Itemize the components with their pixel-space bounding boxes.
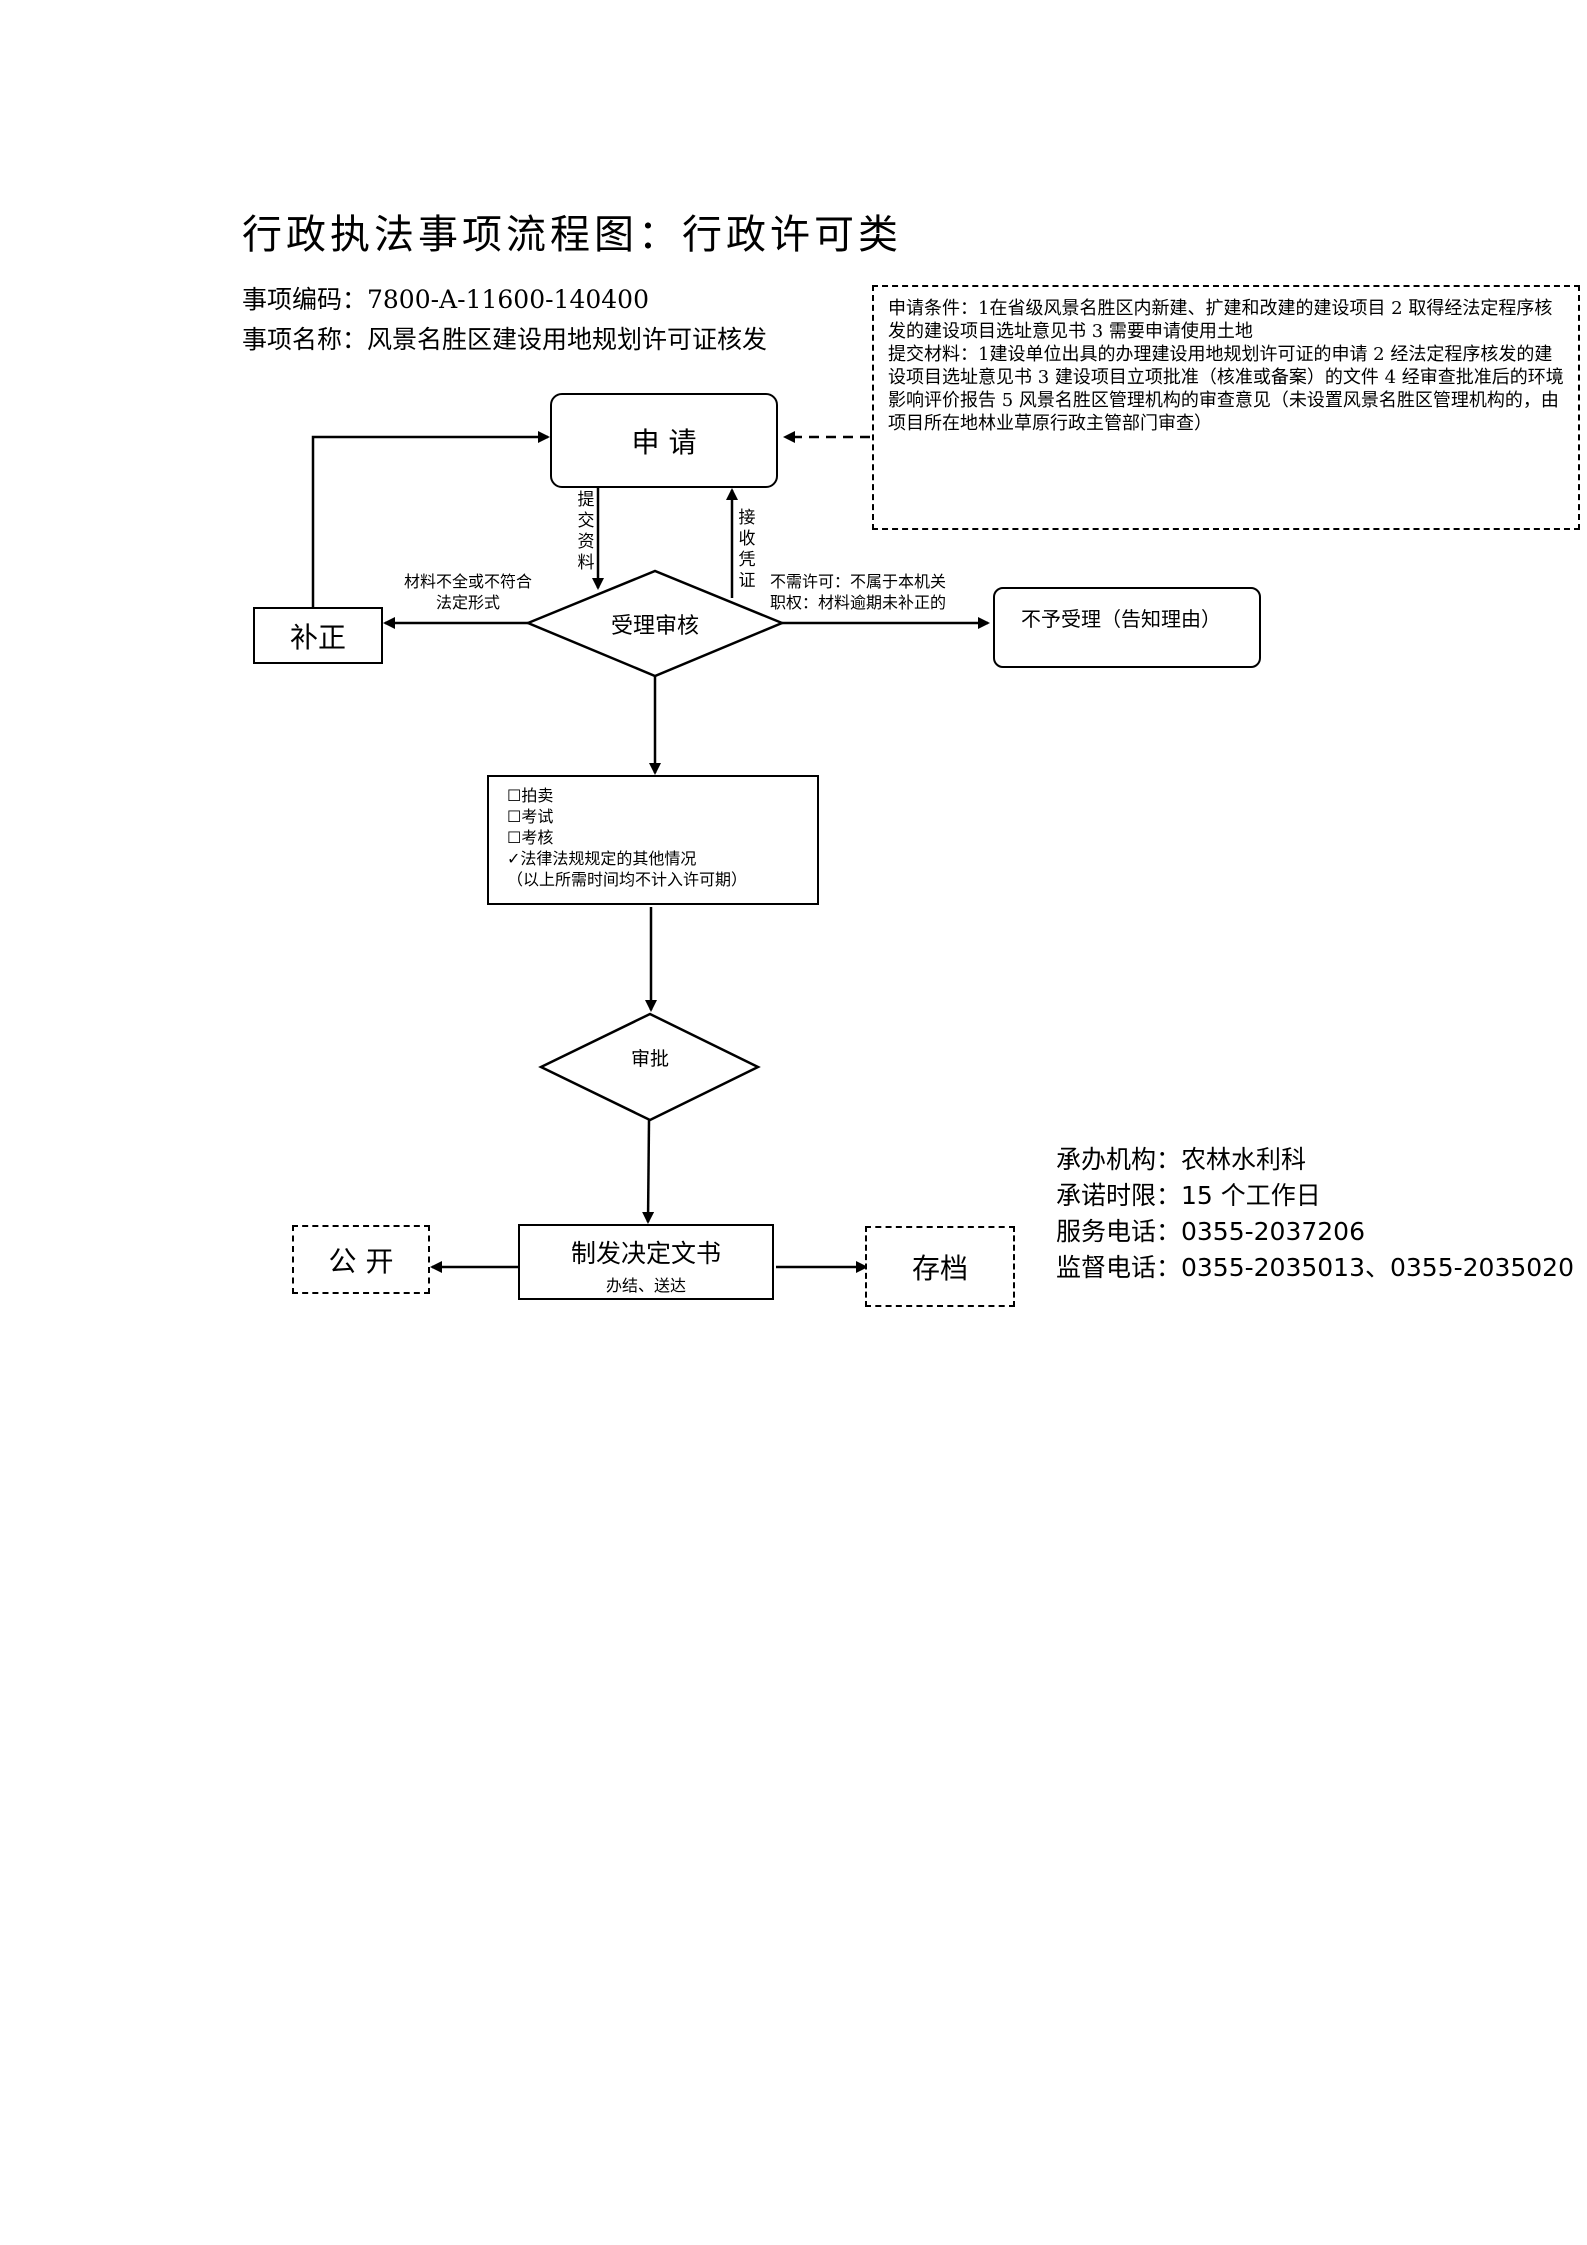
item-name: 事项名称：风景名胜区建设用地规划许可证核发 (242, 325, 768, 354)
option-note: （以上所需时间均不计入许可期） (507, 870, 748, 889)
receipt-char-4: 证 (738, 571, 756, 591)
contact-supervision-phone: 监督电话：0355-2035013、0355-2035020 (1056, 1253, 1574, 1282)
item-code: 事项编码：7800-A-11600-140400 (242, 285, 649, 314)
page-title: 行政执法事项流程图：行政许可类 (242, 212, 902, 258)
publish-label: 公 开 (328, 1244, 394, 1278)
option-auction: ☐拍卖 (507, 786, 554, 805)
correct-label: 补正 (289, 620, 346, 654)
decision-node: 制发决定文书 办结、送达 (518, 1224, 774, 1300)
archive-node: 存档 (865, 1226, 1015, 1307)
correct-to-apply-arrow (311, 431, 550, 607)
submit-char-3: 资 (577, 532, 595, 552)
apply-node: 申 请 (550, 393, 778, 488)
contact-service-phone: 服务电话：0355-2037206 (1056, 1217, 1365, 1246)
contact-agency: 承办机构：农林水利科 (1056, 1145, 1307, 1174)
submit-char-4: 料 (577, 553, 595, 573)
approve-diamond (538, 1012, 761, 1122)
publish-node: 公 开 (292, 1225, 430, 1294)
no-permit-label: 不需许可：不属于本机关 职权：材料逾期未补正的 (770, 571, 946, 613)
option-assessment: ☐考核 (507, 828, 554, 847)
no-permit-line-2: 职权：材料逾期未补正的 (770, 593, 947, 612)
archive-label: 存档 (911, 1251, 968, 1285)
submit-label: 提 交 资 料 (576, 490, 596, 574)
incomplete-label: 材料不全或不符合 法定形式 (392, 571, 544, 613)
approve-to-decision-arrow (642, 1119, 655, 1224)
decision-sub-label: 办结、送达 (605, 1276, 686, 1295)
reject-node: 不予受理（告知理由） (993, 587, 1261, 668)
option-other: ✓法律法规规定的其他情况 (507, 849, 697, 868)
conditions-note: 申请条件：1在省级风景名胜区内新建、扩建和改建的建设项目 2 取得经法定程序核发… (872, 285, 1580, 530)
submit-char-2: 交 (577, 511, 595, 531)
contact-limit: 承诺时限：15 个工作日 (1056, 1181, 1321, 1210)
decision-label: 制发决定文书 (570, 1239, 721, 1268)
conditions-materials: 提交材料：1建设单位出具的办理建设用地规划许可证的申请 2 经法定程序核发的建设… (888, 344, 1564, 434)
submit-char-1: 提 (577, 490, 595, 510)
approve-label: 审批 (630, 1047, 669, 1070)
conditions-requirements: 申请条件：1在省级风景名胜区内新建、扩建和改建的建设项目 2 取得经法定程序核发… (888, 298, 1553, 342)
receipt-char-1: 接 (738, 508, 756, 528)
option-exam: ☐考试 (507, 807, 554, 826)
options-box: ☐拍卖 ☐考试 ☐考核 ✓法律法规规定的其他情况 （以上所需时间均不计入许可期） (487, 775, 819, 905)
review-label: 受理审核 (610, 614, 699, 639)
reject-label: 不予受理（告知理由） (1021, 607, 1221, 631)
no-permit-line-1: 不需许可：不属于本机关 (770, 572, 947, 591)
receipt-label: 接 收 凭 证 (737, 508, 757, 592)
incomplete-line-1: 材料不全或不符合 (403, 572, 532, 591)
correct-node: 补正 (253, 607, 383, 664)
receipt-char-3: 凭 (738, 550, 756, 570)
apply-label: 申 请 (631, 425, 697, 459)
review-diamond (524, 569, 786, 678)
receipt-char-2: 收 (738, 529, 756, 549)
incomplete-line-2: 法定形式 (435, 593, 500, 612)
